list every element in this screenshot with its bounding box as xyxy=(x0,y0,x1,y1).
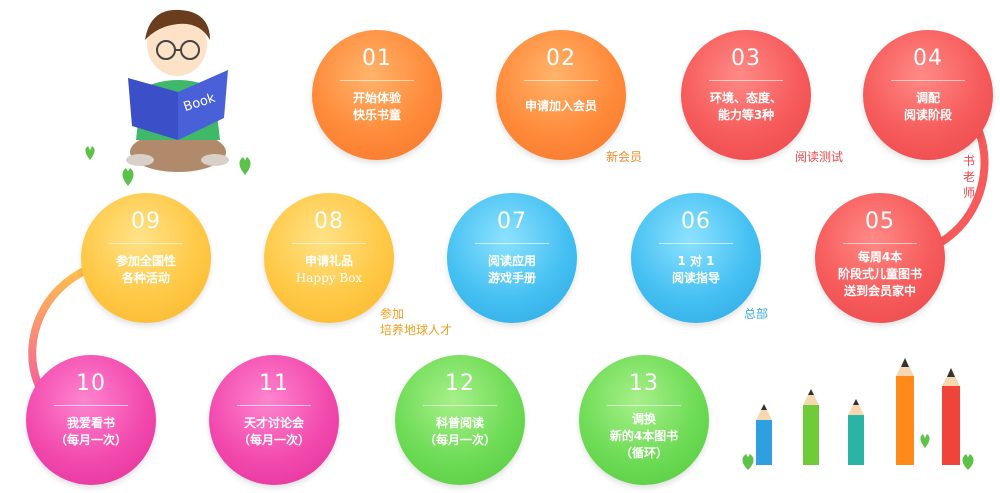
step-text-line: （每月一次） xyxy=(237,433,310,447)
step-text: 调换 新的4本图书 （循环） xyxy=(587,411,701,462)
step-text-line: 1 对 1 xyxy=(677,254,715,268)
step-text: 环境、态度、 能力等3种 xyxy=(689,90,803,124)
step-text: 科普阅读 （每月一次） xyxy=(403,415,517,449)
step-text-line: 开始体验 xyxy=(352,91,401,105)
step-04-circle: 04 调配 阅读阶段 xyxy=(863,30,993,160)
step-text-line: 参加全国性 xyxy=(115,254,176,268)
step-number: 12 xyxy=(445,371,475,396)
step-02-circle: 02 申请加入会员 xyxy=(496,30,626,160)
seedling-icon xyxy=(742,434,974,470)
step-divider xyxy=(891,80,965,81)
step-number: 04 xyxy=(913,46,943,71)
step-divider xyxy=(475,243,549,244)
step-divider xyxy=(54,405,128,406)
step-divider xyxy=(607,405,681,406)
step-08-circle: 08 申请礼品 Happy Box xyxy=(264,193,394,323)
child-reading-book-icon: Book xyxy=(126,9,229,172)
step-06-circle: 06 1 对 1 阅读指导 xyxy=(631,193,761,323)
annotation-reading-test: 阅读测试 xyxy=(795,150,844,164)
step-text: 每周4本 阶段式儿童图书 送到会员家中 xyxy=(823,249,937,300)
step-text-line: 送到会员家中 xyxy=(843,284,916,298)
step-divider xyxy=(709,80,783,81)
step-divider xyxy=(109,243,183,244)
annotation-headquarters: 总部 xyxy=(744,307,769,321)
annotation-book-teacher: 书老师 xyxy=(962,154,975,200)
step-number: 11 xyxy=(259,371,289,396)
step-number: 05 xyxy=(865,209,895,234)
step-text: 参加全国性 各种活动 xyxy=(89,253,203,287)
step-text-line: （循环） xyxy=(619,446,668,460)
annotation-new-member: 新会员 xyxy=(606,150,643,164)
step-text: 天才讨论会 （每月一次） xyxy=(217,415,331,449)
step-divider xyxy=(423,405,497,406)
step-text-line: （每月一次） xyxy=(423,433,496,447)
step-text-line: 阅读阶段 xyxy=(903,108,952,122)
step-text: 阅读应用 游戏手册 xyxy=(455,253,569,287)
step-text-line: 各种活动 xyxy=(121,271,170,285)
step-11-circle: 11 天才讨论会 （每月一次） xyxy=(209,355,339,485)
step-text-line: 我爱看书 xyxy=(66,416,115,430)
step-number: 13 xyxy=(629,371,659,396)
step-text-line: Happy Box xyxy=(295,271,363,285)
step-text-line: 能力等3种 xyxy=(717,108,775,122)
pencil-icon xyxy=(756,358,960,465)
step-number: 09 xyxy=(131,209,161,234)
step-divider xyxy=(843,243,917,244)
step-text-line: 新的4本图书 xyxy=(609,429,679,443)
step-12-circle: 12 科普阅读 （每月一次） xyxy=(395,355,525,485)
step-number: 03 xyxy=(731,46,761,71)
annotation-participate: 参加 xyxy=(380,307,405,321)
step-number: 08 xyxy=(314,209,344,234)
step-text-line: 环境、态度、 xyxy=(709,91,782,105)
step-text-line: 科普阅读 xyxy=(435,416,484,430)
step-text: 开始体验 快乐书童 xyxy=(320,90,434,124)
step-divider xyxy=(524,80,598,81)
step-text-line: 阅读应用 xyxy=(487,254,536,268)
step-number: 06 xyxy=(681,209,711,234)
step-01-circle: 01 开始体验 快乐书童 xyxy=(312,30,442,160)
step-number: 07 xyxy=(497,209,527,234)
step-number: 02 xyxy=(546,46,576,71)
step-text-line: 调配 xyxy=(915,91,940,105)
step-09-circle: 09 参加全国性 各种活动 xyxy=(81,193,211,323)
step-text-line: 申请加入会员 xyxy=(524,99,597,113)
step-divider xyxy=(659,243,733,244)
step-text-line: 游戏手册 xyxy=(487,271,536,285)
step-10-circle: 10 我爱看书 （每月一次） xyxy=(26,355,156,485)
step-number: 01 xyxy=(362,46,392,71)
step-divider xyxy=(292,243,366,244)
step-07-circle: 07 阅读应用 游戏手册 xyxy=(447,193,577,323)
step-text: 申请礼品 Happy Box xyxy=(272,253,386,287)
step-text: 申请加入会员 xyxy=(504,98,618,115)
step-text-line: 申请礼品 xyxy=(304,254,353,268)
step-text-line: 阶段式儿童图书 xyxy=(837,267,922,281)
step-text-line: 阅读指导 xyxy=(671,271,720,285)
step-text-line: 快乐书童 xyxy=(352,108,401,122)
step-05-circle: 05 每周4本 阶段式儿童图书 送到会员家中 xyxy=(815,193,945,323)
step-03-circle: 03 环境、态度、 能力等3种 xyxy=(681,30,811,160)
step-text-line: 调换 xyxy=(631,412,656,426)
step-text-line: 天才讨论会 xyxy=(243,416,304,430)
step-divider xyxy=(340,80,414,81)
step-text-line: 每周4本 xyxy=(857,250,903,264)
step-13-circle: 13 调换 新的4本图书 （循环） xyxy=(579,355,709,485)
step-text-line: （每月一次） xyxy=(54,433,127,447)
step-divider xyxy=(237,405,311,406)
step-text: 调配 阅读阶段 xyxy=(871,90,985,124)
annotation-cultivate-talent: 培养地球人才 xyxy=(380,323,453,337)
step-text: 我爱看书 （每月一次） xyxy=(34,415,148,449)
step-number: 10 xyxy=(76,371,106,396)
step-text: 1 对 1 阅读指导 xyxy=(639,253,753,287)
seedling-icon xyxy=(85,146,251,186)
